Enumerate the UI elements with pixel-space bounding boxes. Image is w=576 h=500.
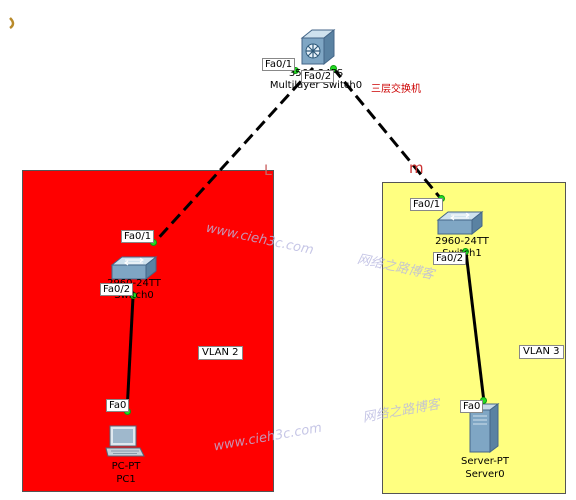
access-link-pc1[interactable]: [125, 296, 135, 413]
port-label-sw1-fa01: Fa0/1: [410, 198, 444, 211]
port-label-mls-fa02: Fa0/2: [301, 70, 335, 83]
cursor-mark-icon: [9, 17, 15, 30]
pc1-name: PC1: [116, 474, 136, 485]
trunk-link-left[interactable]: [152, 66, 315, 245]
multilayer-switch-note: 三层交换机: [371, 84, 421, 95]
switch1-model: 2960-24TT: [435, 236, 489, 247]
switch1-icon[interactable]: [436, 210, 484, 236]
port-label-sw1-fa02: Fa0/2: [433, 252, 467, 265]
port-label-server0-fa0: Fa0: [460, 400, 484, 413]
multilayer-switch-icon[interactable]: [300, 28, 336, 66]
port-label-sw0-fa01: Fa0/1: [121, 230, 155, 243]
switch0-icon[interactable]: [110, 255, 158, 281]
server0-name: Server0: [465, 469, 505, 480]
port-label-pc1-fa0: Fa0: [106, 399, 130, 412]
port-label-sw0-fa02: Fa0/2: [100, 283, 134, 296]
access-link-server0[interactable]: [464, 251, 486, 403]
port-label-mls-fa01: Fa0/1: [262, 58, 296, 71]
pc1-model: PC-PT: [111, 461, 141, 472]
marker-l: L: [264, 163, 272, 179]
vlan2-label: VLAN 2: [198, 346, 243, 360]
pc-icon[interactable]: [105, 424, 145, 460]
trunk-link-right[interactable]: [331, 67, 444, 201]
switch0-model: 2960-24TT: [107, 278, 161, 289]
vlan3-label: VLAN 3: [519, 345, 564, 359]
vlan2-area[interactable]: [22, 170, 274, 492]
switch0-name: Switch0: [114, 290, 154, 301]
multilayer-switch-name: Multilayer Switch0: [269, 80, 363, 91]
server0-model: Server-PT: [461, 456, 509, 467]
marker-m: m: [409, 159, 424, 177]
